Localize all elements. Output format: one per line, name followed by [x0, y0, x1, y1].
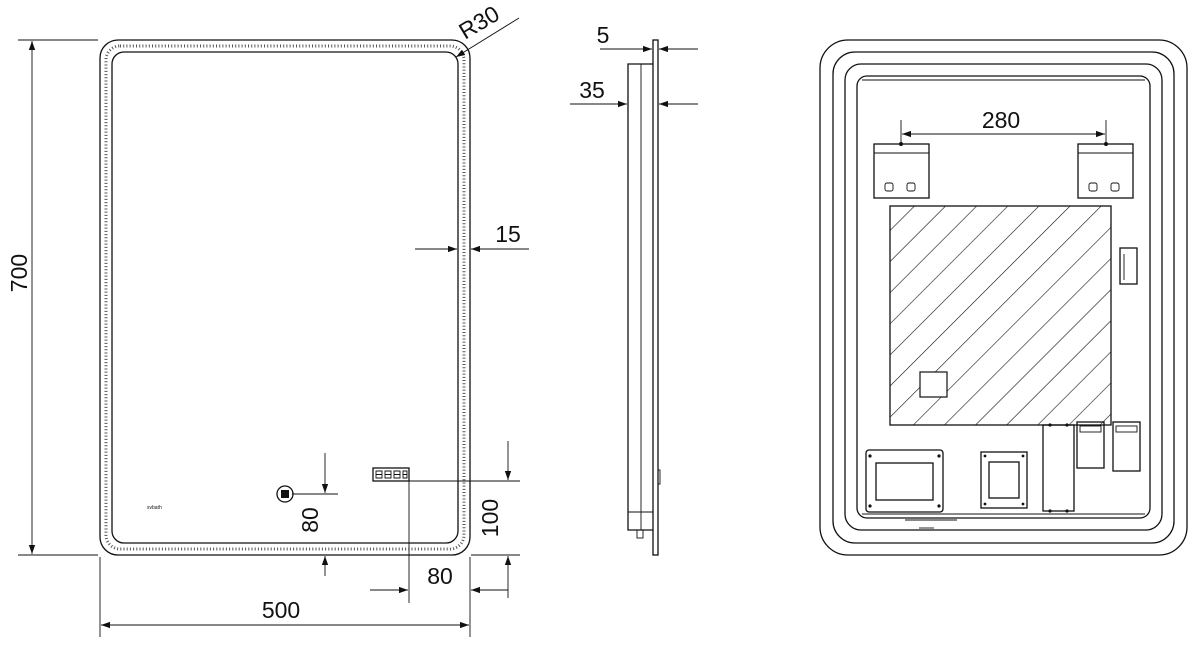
dim-display-height-label: 100: [477, 499, 503, 537]
frame-profile: [627, 63, 653, 531]
front-view: svbath: [99, 39, 471, 556]
dim-glass-thickness-label: 5: [597, 22, 610, 48]
dim-led-inset-label: 15: [495, 221, 521, 247]
dim-hanger-spacing-label: 280: [982, 107, 1020, 133]
back-view: 280: [819, 39, 1188, 556]
dim-depth-label: 35: [579, 77, 605, 103]
side-module: [1119, 247, 1138, 285]
front-dimensions: 700 500 R30 15 80 100 80: [6, 0, 529, 637]
mirror-inner-edge: [111, 51, 459, 544]
dim-height-label: 700: [6, 254, 32, 292]
back-panel: [856, 75, 1151, 519]
hanger-left-icon: [873, 142, 930, 199]
back-inner-frame: [844, 63, 1163, 531]
led-strip: [104, 44, 466, 551]
back-outer-frame: [819, 39, 1188, 556]
touch-module-icon: [980, 451, 1028, 509]
dim-radius-label: R30: [454, 0, 504, 44]
terminal-block-icon: [1076, 421, 1141, 472]
logo-text: svbath: [147, 505, 162, 511]
dim-switch-height-label: 80: [297, 507, 323, 533]
digital-display-icon: [372, 467, 410, 482]
glass-panel: [652, 39, 659, 556]
hanger-right-icon: [1077, 142, 1134, 199]
pad-connector: [919, 371, 948, 398]
back-second-frame: [832, 51, 1175, 544]
power-supply-icon: [1042, 423, 1075, 513]
mirror-outer-edge: [99, 39, 471, 556]
side-view: 5 35: [570, 22, 698, 556]
dim-display-offset-label: 80: [427, 563, 453, 589]
dim-width-label: 500: [262, 597, 300, 623]
led-driver-icon: [865, 449, 944, 513]
touch-switch-icon: [276, 485, 294, 503]
